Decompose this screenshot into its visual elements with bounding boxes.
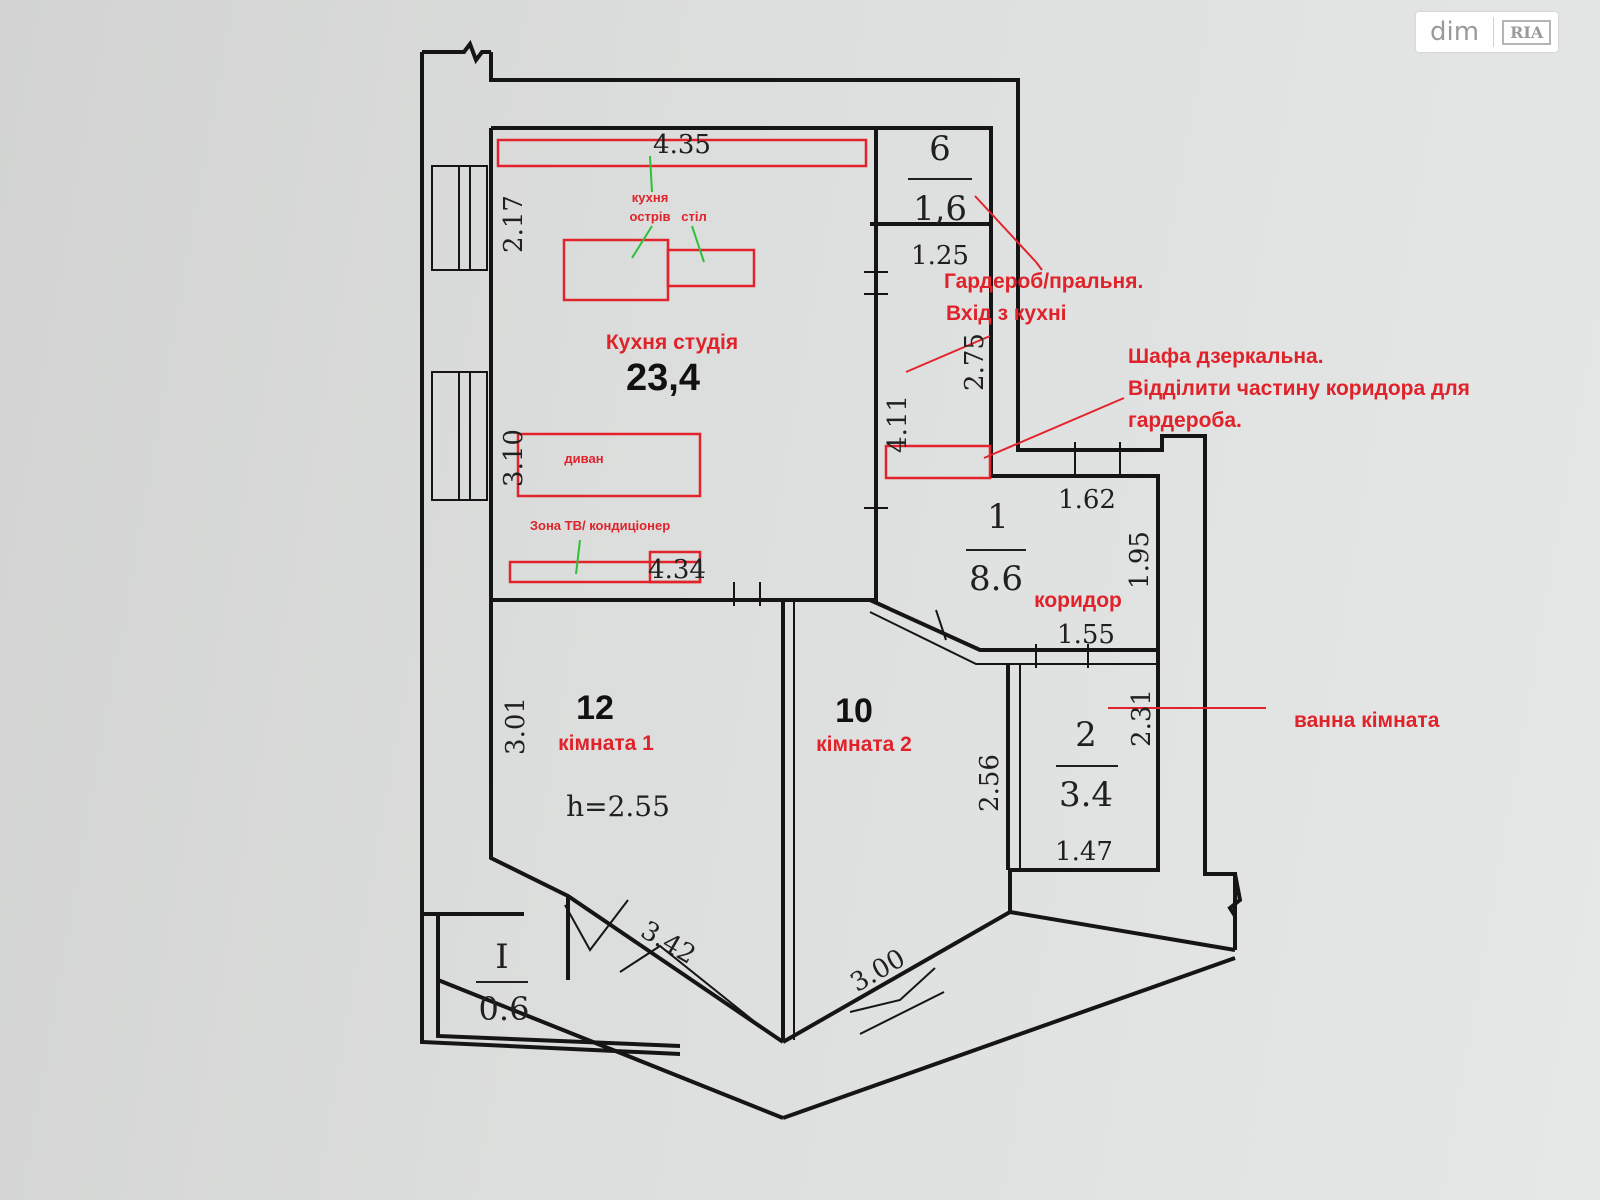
dim-corridor-bottom: 1.55 xyxy=(1057,620,1115,650)
dim-kitchen-left-top: 2.17 xyxy=(499,195,529,253)
room2-area: 10 xyxy=(835,692,873,730)
kitchen-area: 23,4 xyxy=(626,357,700,399)
bathroom-area: 3.4 xyxy=(1059,775,1113,815)
annotations: кухня острів стіл диван Зона ТВ/ кондиці… xyxy=(530,190,1470,732)
mirror-wardrobe-box xyxy=(884,444,992,480)
corridor-number: 1 xyxy=(987,497,1009,537)
kitchen-counter-box xyxy=(496,138,868,168)
corridor-label: коридор xyxy=(1034,589,1122,612)
watermark-divider xyxy=(1493,17,1495,47)
wardrobe-area: 1,6 xyxy=(913,189,967,229)
annotation-wardrobe-1: Гардероб/пральня. xyxy=(944,270,1143,293)
dim-room1-left: 3.01 xyxy=(501,697,531,755)
dim-kitchen-right: 4.11 xyxy=(883,395,913,453)
corridor-area: 8.6 xyxy=(969,559,1023,599)
dim-kitchen-top: 4.35 xyxy=(653,130,711,160)
dim-wardrobe-height: 2.75 xyxy=(960,333,990,391)
interior-walls xyxy=(437,126,1236,1120)
furniture-marks xyxy=(496,138,992,584)
dim-kitchen-left-bottom: 3.10 xyxy=(499,429,529,487)
dim-wardrobe-width: 1.25 xyxy=(911,241,969,271)
wardrobe-number: 6 xyxy=(929,129,951,169)
dim-room2-right: 2.56 xyxy=(975,754,1005,812)
annotation-mirror-3: гардероба. xyxy=(1128,409,1242,432)
table-box xyxy=(666,248,756,288)
annotation-sofa: диван xyxy=(564,451,603,466)
tv-small-box xyxy=(648,550,702,584)
room2-label: кімната 2 xyxy=(816,733,912,756)
balcony-number: I xyxy=(495,937,508,977)
dim-room2-bottom: 3.00 xyxy=(845,944,910,999)
leader-lines xyxy=(575,155,1266,709)
sofa-box xyxy=(516,432,702,498)
annotation-island: острів xyxy=(630,209,671,224)
bathroom-number: 2 xyxy=(1075,715,1097,755)
island-box xyxy=(562,238,670,302)
windows xyxy=(431,165,945,1035)
kitchen-label: Кухня студія xyxy=(606,331,738,354)
dimension-labels: 4.35 2.17 3.10 4.34 4.11 1.25 2.75 1.62 … xyxy=(499,130,1157,999)
door-ticks xyxy=(733,271,1121,668)
annotation-kitchen-small: кухня xyxy=(632,190,669,205)
annotation-bathroom: ванна кімната xyxy=(1294,709,1440,732)
annotation-tv-zone: Зона ТВ/ кондиціонер xyxy=(530,518,670,533)
dim-corridor-top: 1.62 xyxy=(1058,485,1116,515)
room-labels: Кухня студія 23,4 6 1,6 1 8.6 коридор 12… xyxy=(476,129,1122,1028)
dim-bath-bottom: 1.47 xyxy=(1055,837,1113,867)
room1-label: кімната 1 xyxy=(558,732,654,755)
dim-corridor-right: 1.95 xyxy=(1125,531,1155,589)
balcony-area: 0.6 xyxy=(479,990,530,1028)
dim-ria-watermark: dim RIA xyxy=(1416,12,1558,52)
dim-kitchen-bottom: 4.34 xyxy=(648,555,706,585)
room1-area: 12 xyxy=(576,689,614,727)
room1-height: h=2.55 xyxy=(566,790,670,823)
watermark-brand: dim xyxy=(1430,17,1480,47)
watermark-sub: RIA xyxy=(1502,19,1552,45)
annotation-table: стіл xyxy=(681,209,706,224)
dim-bath-right: 2.31 xyxy=(1127,689,1157,747)
annotation-wardrobe-2: Вхід з кухні xyxy=(946,302,1066,325)
annotation-mirror-2: Відділити частину коридора для xyxy=(1128,377,1470,400)
outer-walls xyxy=(420,39,1243,1056)
annotation-mirror-1: Шафа дзеркальна. xyxy=(1128,345,1324,368)
